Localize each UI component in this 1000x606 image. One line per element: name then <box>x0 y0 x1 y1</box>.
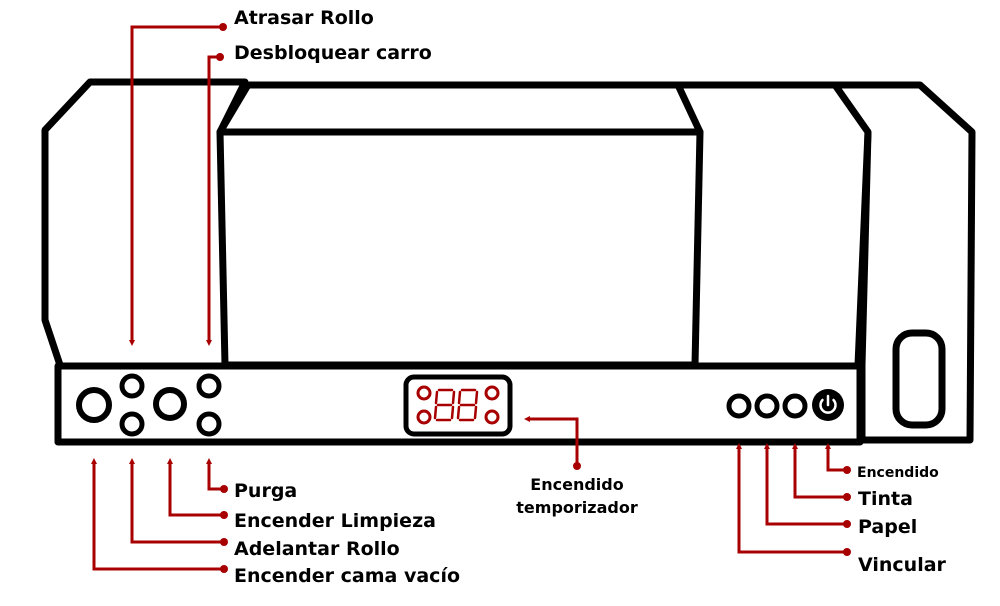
vincular-leader <box>736 443 847 554</box>
label-vincular: Vincular <box>858 554 947 576</box>
display-led-bottom-left <box>416 409 432 425</box>
display-indicators <box>416 385 500 425</box>
encendido-temporizador-dot <box>573 462 581 470</box>
display-led-bottom-right <box>484 409 500 425</box>
encendido-dot <box>843 466 851 474</box>
label-desbloquear-carro: Desbloquear carro <box>234 42 432 64</box>
printer-outline <box>41 78 976 446</box>
encender-cama-vacio-dot <box>220 565 228 573</box>
encender-limpieza-leader <box>167 458 224 517</box>
side-slot <box>892 329 946 429</box>
seven-segment-display-icon <box>403 374 513 437</box>
control-strip <box>54 362 864 446</box>
atrasar-rollo-dot <box>219 23 227 31</box>
display-led-top-left <box>416 385 432 401</box>
left-button-cluster <box>76 373 222 437</box>
adelantar-rollo-button[interactable] <box>119 411 145 437</box>
papel-leader <box>764 443 847 526</box>
tinta-button[interactable] <box>782 393 808 419</box>
label-adelantar-rollo: Adelantar Rollo <box>234 538 400 560</box>
encender-limpieza-button[interactable] <box>153 387 187 421</box>
annotation-labels: Atrasar Rollo Desbloquear carro Purga En… <box>234 7 947 587</box>
timer-display[interactable] <box>403 374 513 437</box>
label-encender-cama-vacio: Encender cama vacío <box>234 565 460 587</box>
vincular-button[interactable] <box>726 393 752 419</box>
left-side-panel <box>41 78 249 367</box>
atrasar-rollo-leader <box>129 25 223 346</box>
desbloquear-carro-dot <box>216 53 224 61</box>
label-encender-limpieza: Encender Limpieza <box>234 510 436 532</box>
label-encendido-temporizador-1: Encendido <box>530 475 623 494</box>
tinta-dot <box>843 493 851 501</box>
atrasar-rollo-button[interactable] <box>119 373 145 399</box>
encender-cama-vacio-button[interactable] <box>76 387 112 423</box>
display-led-top-right <box>484 385 500 401</box>
power-icon <box>819 394 837 414</box>
label-purga: Purga <box>234 480 297 502</box>
label-papel: Papel <box>858 516 917 538</box>
tinta-leader <box>792 443 847 499</box>
adelantar-rollo-dot <box>220 538 228 546</box>
adelantar-rollo-leader <box>129 458 224 544</box>
right-side-panel <box>678 81 872 366</box>
label-encendido-temporizador-2: temporizador <box>516 498 638 517</box>
label-atrasar-rollo: Atrasar Rollo <box>234 7 374 29</box>
display-digit-1 <box>433 388 456 422</box>
desbloquear-carro-button[interactable] <box>196 373 222 399</box>
vincular-dot <box>843 548 851 556</box>
far-right-cabinet <box>835 81 976 444</box>
front-window <box>220 128 704 369</box>
encender-limpieza-dot <box>220 511 228 519</box>
power-button[interactable] <box>812 389 844 421</box>
label-tinta: Tinta <box>858 488 913 510</box>
purga-dot <box>220 485 228 493</box>
encendido-leader <box>825 443 847 472</box>
purga-button[interactable] <box>196 411 222 437</box>
right-button-cluster <box>726 393 808 419</box>
label-encendido: Encendido <box>857 465 939 481</box>
encender-cama-vacio-leader <box>91 458 224 571</box>
purga-leader <box>206 458 224 491</box>
display-digit-2 <box>456 388 479 422</box>
papel-button[interactable] <box>754 393 780 419</box>
top-cover <box>216 81 704 136</box>
annotation-lines <box>91 25 847 571</box>
annotation-dots <box>216 23 851 573</box>
papel-dot <box>843 520 851 528</box>
encendido-temporizador-leader <box>524 416 579 466</box>
